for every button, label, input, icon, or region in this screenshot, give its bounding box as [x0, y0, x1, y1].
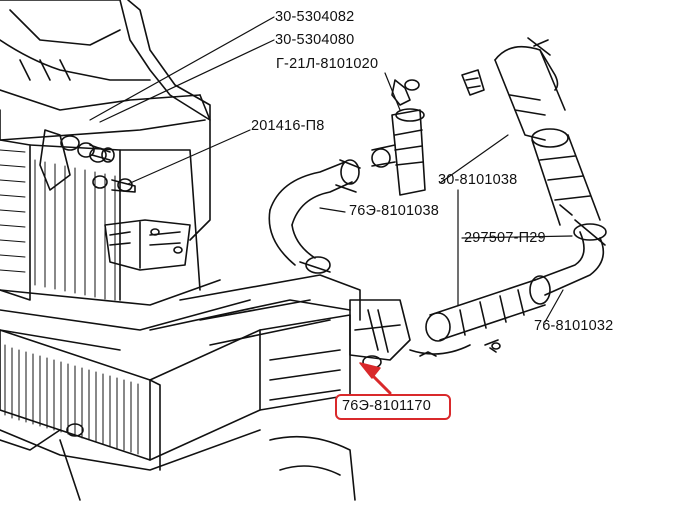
leader-lines — [89, 16, 573, 323]
part-label-297507-p29: 297507-П29 — [464, 230, 546, 246]
part-label-30-5304080: 30-5304080 — [275, 32, 355, 48]
lower-hub — [59, 423, 356, 501]
drain-tap — [371, 79, 426, 196]
highlighted-part-box: 76Э-8101170 — [335, 394, 451, 420]
part-label-30-8101038: 30-8101038 — [438, 172, 518, 188]
upper-hose — [268, 159, 361, 274]
part-label-76e-8101170: 76Э-8101170 — [342, 398, 431, 414]
radiator-body — [0, 139, 251, 451]
part-label-g21l-8101020: Г-21Л-8101020 — [276, 56, 379, 72]
radiator-core — [0, 274, 361, 471]
coupling-part — [349, 299, 411, 369]
highlight-arrow — [359, 362, 392, 395]
upper-right-pipe — [494, 45, 607, 246]
mounting-plate — [104, 219, 191, 271]
part-label-201416-p8: 201416-П8 — [251, 118, 325, 134]
part-label-76e-8101038: 76Э-8101038 — [349, 203, 440, 219]
part-label-76-8101032: 76-8101032 — [534, 318, 614, 334]
lower-right-pipe — [425, 231, 605, 342]
cab-seat-fragment — [0, 0, 211, 241]
radiator-fins — [0, 149, 139, 455]
bracket-bolts — [39, 129, 136, 193]
drain-line — [409, 339, 501, 357]
hose-clips — [461, 37, 551, 96]
part-label-30-5304082: 30-5304082 — [275, 9, 355, 25]
